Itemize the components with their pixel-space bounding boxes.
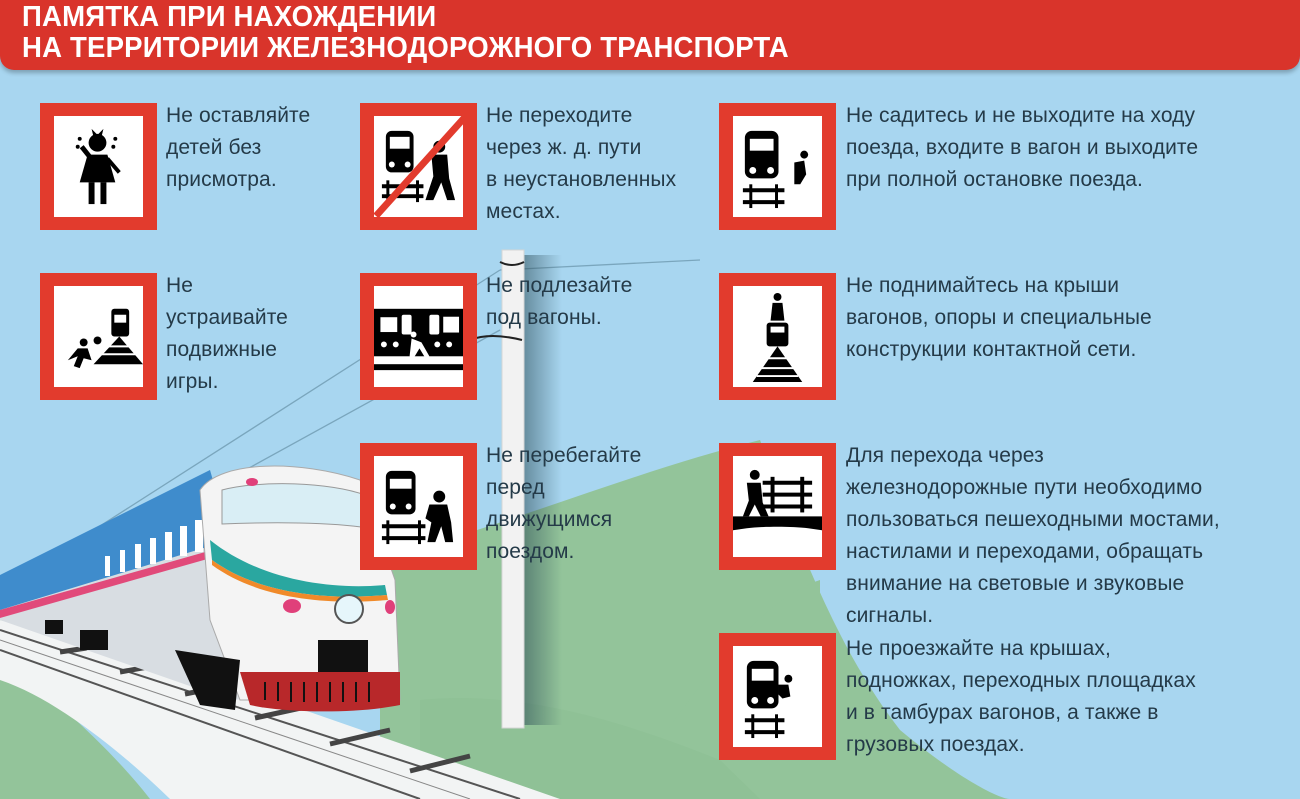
children-playing-on-tracks-icon [40,273,157,400]
rule-text-line: устраивайте [166,306,288,329]
rule-text-line: перед [486,476,545,499]
rule-text-line: через ж. д. пути [486,136,642,159]
page-title-line-1: ПАМЯТКА ПРИ НАХОЖДЕНИИ [22,1,437,33]
rule-text-line: Для перехода через [846,444,1044,467]
rule-text-line: поезда, входите в вагон и выходите [846,136,1199,159]
rule-text-line: игры. [166,370,219,393]
person-on-train-roof-icon [719,273,836,400]
crawling-under-wagons-icon [360,273,477,400]
rule-text-line: железнодорожные пути необходимо [846,476,1203,499]
rule-text-line: Не поднимайтесь на крыши [846,274,1120,297]
rule-text-line: детей без [166,136,262,159]
crying-child-icon [40,103,157,230]
rule-text-line: конструкции контактной сети. [846,338,1137,361]
rule-text-line: подвижные [166,338,278,361]
rule-text-line: вагонов, опоры и специальные [846,306,1152,329]
rule-text-line: сигналы. [846,604,934,627]
pedestrian-bridge-icon [719,443,836,570]
rule-text-line: Не [166,274,194,297]
header-banner: ПАМЯТКА ПРИ НАХОЖДЕНИИ НА ТЕРРИТОРИИ ЖЕЛ… [0,0,1300,70]
rule-text-line: Не переходите [486,104,633,127]
rule-text-line: грузовых поездах. [846,733,1025,756]
rule-text-line: поездом. [486,540,575,563]
rule-text-line: настилами и переходами, обращать [846,540,1204,563]
rule-text-line: внимание на световые и звуковые [846,572,1185,595]
rule-text-line: присмотра. [166,168,277,191]
rule-text-line: Не проезжайте на крышах, [846,637,1111,660]
jump-from-train-icon [719,103,836,230]
running-before-train-icon [360,443,477,570]
rule-text-line: пользоваться пешеходными мостами, [846,508,1220,531]
rule-text-line: в неустановленных [486,168,677,191]
rule-text-line: Не подлезайте [486,274,633,297]
rule-text-line: движущимся [486,508,613,531]
rule-text-line: местах. [486,200,561,223]
riding-outside-train-icon [719,633,836,760]
no-crossing-train-pedestrian-icon [360,103,477,230]
rule-text-line: Не садитесь и не выходите на ходу [846,104,1196,127]
rule-text-line: и в тамбурах вагонов, а также в [846,701,1159,724]
rule-text-line: подножках, переходных площадках [846,669,1196,692]
rule-text-line: под вагоны. [486,306,602,329]
rule-text-line: Не оставляйте [166,104,311,127]
rule-text-line: при полной остановке поезда. [846,168,1143,191]
page-title-line-2: НА ТЕРРИТОРИИ ЖЕЛЕЗНОДОРОЖНОГО ТРАНСПОРТ… [22,32,789,64]
rule-text-line: Не перебегайте [486,444,642,467]
